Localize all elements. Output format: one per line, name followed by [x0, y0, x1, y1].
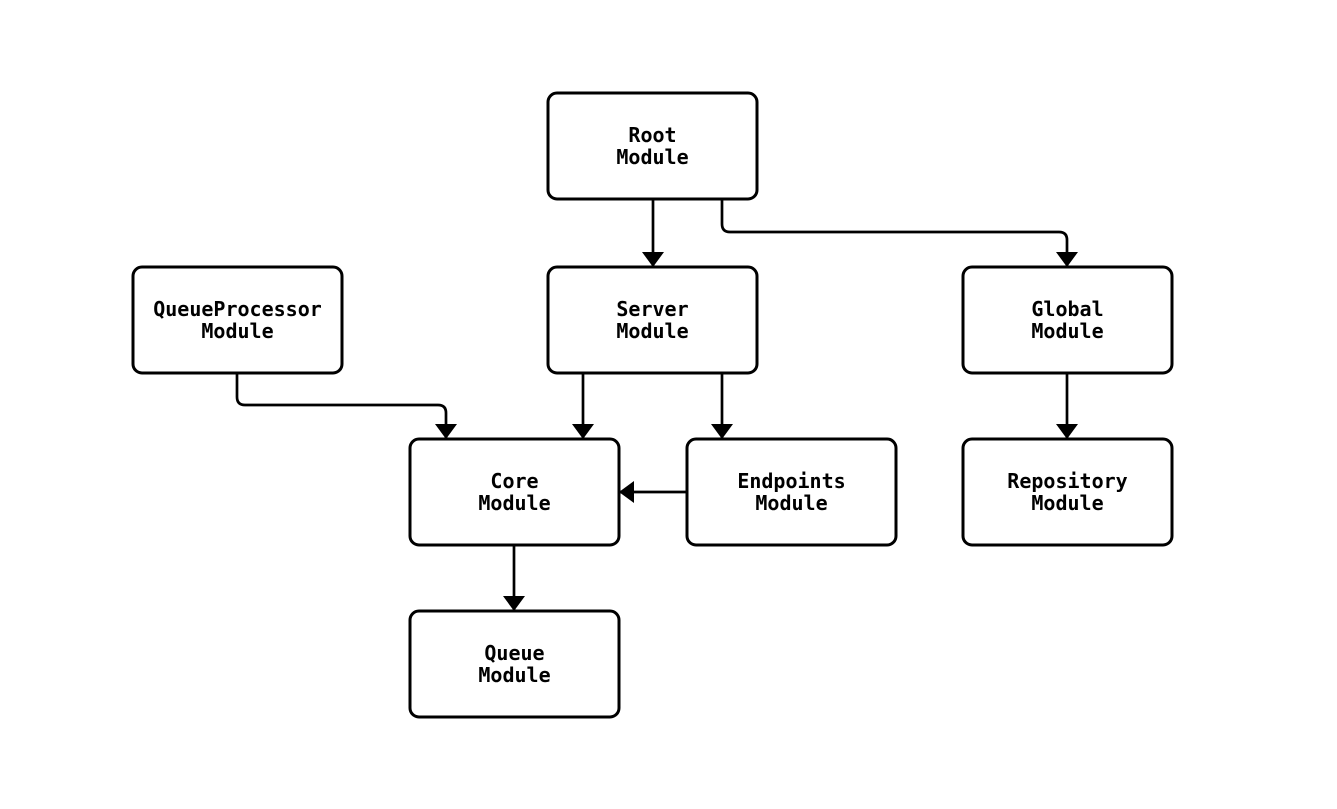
- node-box: [961, 265, 1174, 375]
- edge-line: [720, 199, 1069, 267]
- arrowhead-icon: [642, 252, 664, 267]
- edge-server-to-core: [572, 373, 594, 439]
- arrowhead-icon: [435, 424, 457, 439]
- node-box: [685, 437, 898, 547]
- node-box: [408, 609, 621, 719]
- edge-root-to-server: [642, 199, 664, 267]
- edge-root-to-global: [720, 199, 1078, 267]
- edge-core-to-queue: [503, 545, 525, 611]
- edge-queueprocessor-to-core: [235, 373, 457, 439]
- arrowhead-icon: [1056, 424, 1078, 439]
- arrowhead-icon: [1056, 252, 1078, 267]
- arrowhead-icon: [711, 424, 733, 439]
- arrowhead-icon: [619, 481, 634, 503]
- arrowhead-icon: [572, 424, 594, 439]
- node-box: [408, 437, 621, 547]
- edge-server-to-endpoints: [711, 373, 733, 439]
- node-box: [131, 265, 344, 375]
- node-box: [546, 91, 759, 201]
- arrowhead-icon: [503, 596, 525, 611]
- node-box: [546, 265, 759, 375]
- node-box: [961, 437, 1174, 547]
- edge-global-to-repository: [1056, 373, 1078, 439]
- edge-endpoints-to-core: [619, 481, 687, 503]
- edge-line: [235, 373, 448, 439]
